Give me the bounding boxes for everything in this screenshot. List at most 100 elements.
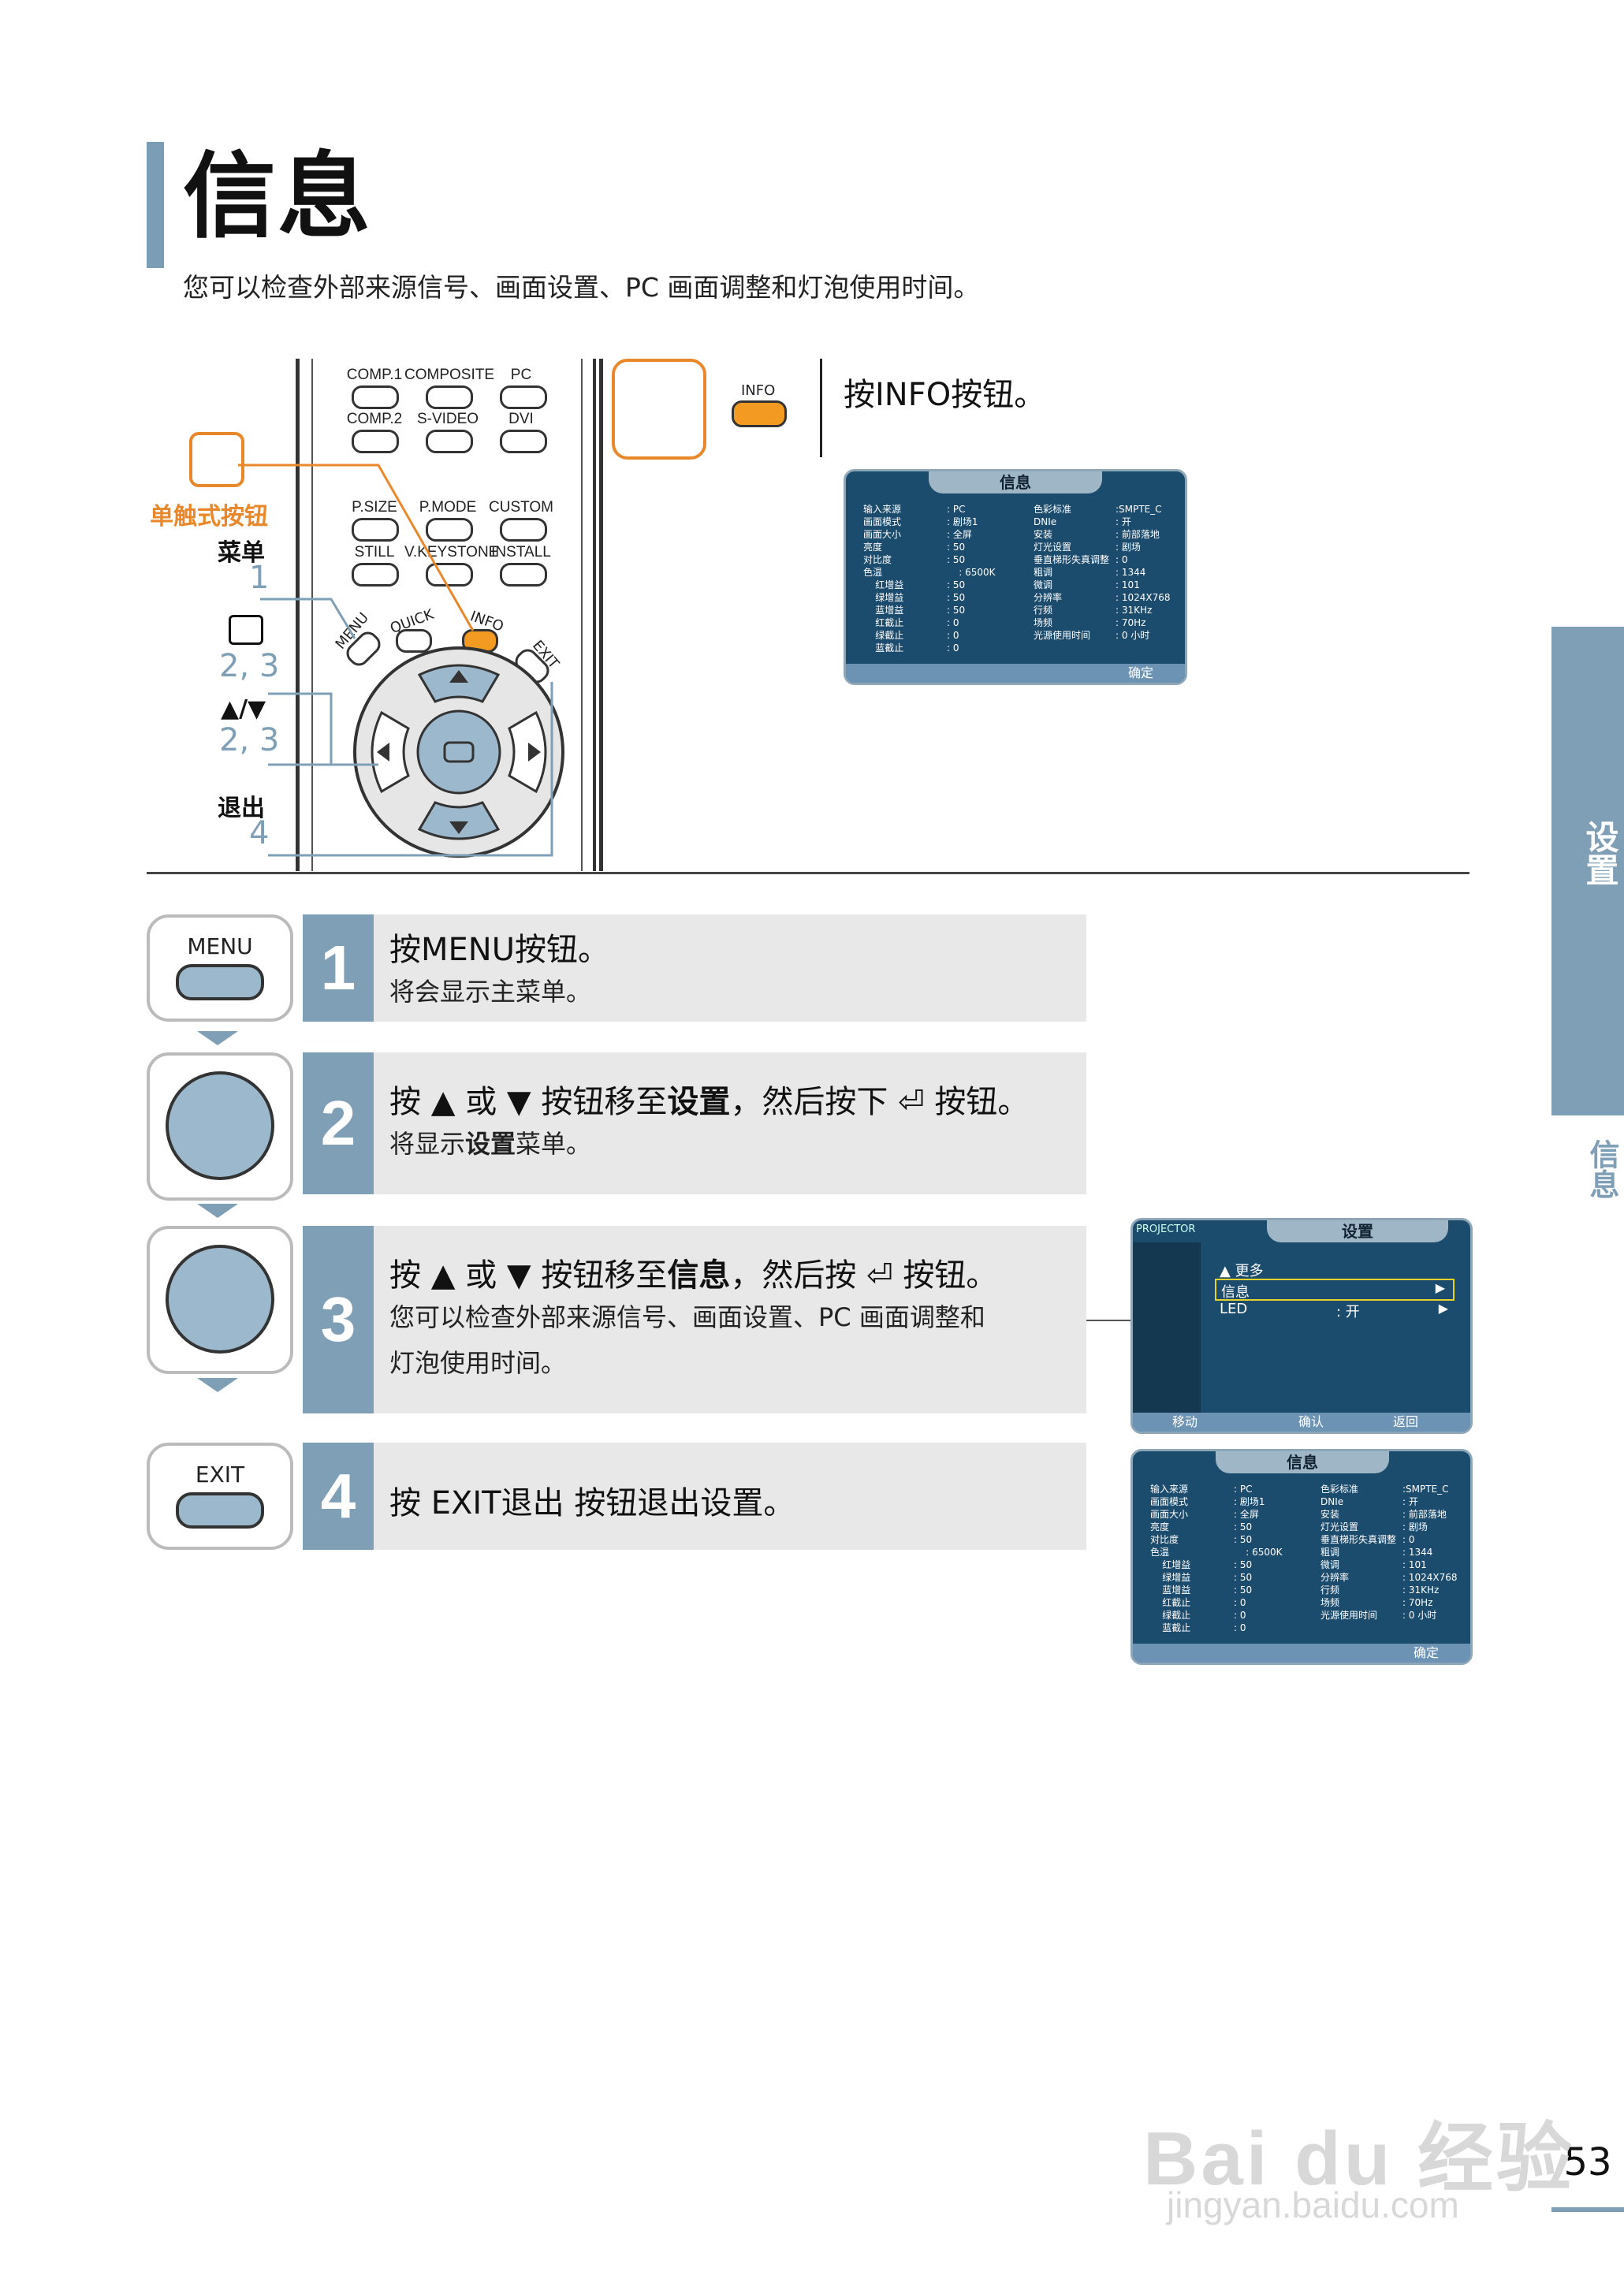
step2-arrow-icon xyxy=(197,1204,238,1218)
step4-number: 4 xyxy=(303,1443,374,1550)
step2-sub-text: 将显示设置菜单。 xyxy=(389,1122,591,1167)
step2-pad-icon xyxy=(147,1052,293,1201)
exit-key-icon xyxy=(176,1492,264,1529)
info-icon-label: INFO xyxy=(741,382,776,399)
step1-number: 1 xyxy=(303,914,374,1022)
setup-osd-item-led[interactable]: LED xyxy=(1220,1301,1248,1317)
comp2-button[interactable] xyxy=(352,430,399,453)
still-label: STILL xyxy=(354,544,395,560)
custom-button[interactable] xyxy=(500,518,547,542)
pc-label: PC xyxy=(510,367,532,383)
subsection-label: 信息 xyxy=(1585,1139,1619,1199)
enter-step-label: 2, 3 xyxy=(219,648,280,684)
page-number-rule xyxy=(1551,2207,1624,2212)
step3-main-pre: 按 ▲ 或 ▼ 按钮移至 xyxy=(389,1257,668,1294)
setup-osd-brand: PROJECTOR xyxy=(1136,1223,1196,1235)
updown-label: ▲/▼ xyxy=(221,695,266,723)
step2-sub-bold: 设置 xyxy=(465,1129,516,1159)
step3-sub-text-2: 灯泡使用时间。 xyxy=(389,1348,567,1378)
pc-button[interactable] xyxy=(500,385,547,409)
watermark-logo: Bai du 经验 xyxy=(1143,2117,1576,2201)
section-divider xyxy=(147,872,1469,874)
remote-body xyxy=(311,359,583,871)
info-osd-col1-labels: 输入来源 画面模式 画面大小 亮度 对比度 色温 红增益 绿增益 蓝增益 红截止… xyxy=(863,504,904,654)
pmode-label: P.MODE xyxy=(419,499,477,516)
setup-osd-footer: 移动 确认 返回 xyxy=(1133,1413,1470,1432)
still-button[interactable] xyxy=(352,563,399,587)
comp1-button[interactable] xyxy=(352,385,399,409)
touch-button-label: 单触式按钮 xyxy=(150,503,268,531)
step4-main-text: 按 EXIT退出 按钮退出设置。 xyxy=(389,1485,795,1521)
enter-key-icon xyxy=(229,615,263,645)
info-osd-footer: 确定 xyxy=(846,664,1185,683)
install-button[interactable] xyxy=(500,563,547,587)
step4-box: 按 EXIT退出 按钮退出设置。 xyxy=(374,1443,1086,1550)
psize-label: P.SIZE xyxy=(352,499,397,516)
svideo-button[interactable] xyxy=(426,430,473,453)
step3-sub-text-1: 您可以检查外部来源信号、画面设置、PC 画面调整和 xyxy=(389,1302,985,1332)
dvi-label: DVI xyxy=(508,411,534,427)
dvi-button[interactable] xyxy=(500,430,547,453)
psize-button[interactable] xyxy=(352,518,399,542)
composite-button[interactable] xyxy=(426,385,473,409)
info-icon-button xyxy=(732,400,787,427)
down-arrow-icon xyxy=(449,821,468,834)
enter-button[interactable] xyxy=(416,709,501,795)
step2-box: 按 ▲ 或 ▼ 按钮移至设置，然后按下 ⏎ 按钮。 将显示设置菜单。 xyxy=(374,1052,1086,1194)
menu-step-label: 1 xyxy=(249,560,270,596)
step3-main-post: ，然后按 ⏎ 按钮。 xyxy=(730,1257,998,1294)
setup-osd-sidebar xyxy=(1133,1242,1201,1413)
vkeystone-button[interactable] xyxy=(426,563,473,587)
info-osd-col1-labels-2: 输入来源 画面模式 画面大小 亮度 对比度 色温 红增益 绿增益 蓝增益 红截止… xyxy=(1150,1484,1191,1633)
page-subtitle: 您可以检查外部来源信号、画面设置、PC 画面调整和灯泡使用时间。 xyxy=(183,272,980,303)
step1-box: 按MENU按钮。 将会显示主菜单。 xyxy=(374,914,1086,1022)
install-label: INSTALL xyxy=(491,544,551,560)
step1-sub-text: 将会显示主菜单。 xyxy=(389,977,592,1007)
step1-main-text: 按MENU按钮。 xyxy=(389,932,609,968)
setup-osd-screen: PROJECTOR 设置 ▲ 更多 信息 ▶ LED : 开 ▶ 移动 确认 返… xyxy=(1130,1218,1473,1434)
info-instruction-text: 按INFO按钮。 xyxy=(844,377,1046,413)
navigation-pad-icon xyxy=(166,1071,274,1180)
step1-icon-label: MENU xyxy=(187,933,253,959)
setup-osd-item-info: 信息 xyxy=(1221,1284,1250,1301)
info-osd-footer-2: 确定 xyxy=(1133,1644,1470,1663)
info-osd-title-2: 信息 xyxy=(1216,1451,1389,1473)
setup-osd-item-info-highlight[interactable]: 信息 ▶ xyxy=(1215,1279,1455,1301)
menu-key-icon xyxy=(176,964,264,1000)
setup-osd-item-more[interactable]: ▲ 更多 xyxy=(1220,1263,1264,1279)
right-arrow-icon xyxy=(528,743,541,762)
watermark-url: jingyan.baidu.com xyxy=(1167,2184,1459,2225)
section-tab-label: 设置 xyxy=(1581,820,1619,886)
step2-sub-pre: 将显示 xyxy=(389,1129,466,1159)
setup-osd-footer-ok: 确认 xyxy=(1298,1414,1324,1429)
left-arrow-icon xyxy=(377,743,389,762)
setup-osd-footer-move: 移动 xyxy=(1172,1414,1198,1429)
left-arrow-button[interactable] xyxy=(371,710,410,794)
info-osd-title: 信息 xyxy=(929,471,1102,493)
page-title: 信息 xyxy=(183,142,373,251)
step2-main-text: 按 ▲ 或 ▼ 按钮移至设置，然后按下 ⏎ 按钮。 xyxy=(389,1076,1029,1122)
up-arrow-button[interactable] xyxy=(417,664,501,703)
menu-text-label: 菜单 xyxy=(218,539,265,567)
step3-main-bold: 信息 xyxy=(667,1257,731,1294)
right-arrow-button[interactable] xyxy=(508,710,547,794)
step2-main-bold: 设置 xyxy=(667,1084,731,1120)
setup-osd-led-value: : 开 xyxy=(1336,1304,1360,1320)
custom-label: CUSTOM xyxy=(489,499,553,516)
pmode-button[interactable] xyxy=(426,518,473,542)
down-arrow-button[interactable] xyxy=(417,801,501,840)
info-divider xyxy=(820,359,822,457)
quick-button[interactable] xyxy=(396,629,432,653)
step3-pad-icon xyxy=(147,1226,293,1374)
step2-main-pre: 按 ▲ 或 ▼ 按钮移至 xyxy=(389,1084,668,1120)
comp2-label: COMP.2 xyxy=(346,411,403,427)
step1-menu-icon: MENU xyxy=(147,914,293,1022)
step2-sub-post: 菜单。 xyxy=(516,1129,592,1159)
info-osd-screen: 信息 输入来源 画面模式 画面大小 亮度 对比度 色温 红增益 绿增益 蓝增益 … xyxy=(844,469,1187,685)
setup-osd-footer-back: 返回 xyxy=(1393,1414,1419,1429)
svideo-label: S-VIDEO xyxy=(416,411,479,427)
touch-hand-icon xyxy=(189,432,244,487)
info-osd-col2-labels: 色彩标准 DNIe 安装 灯光设置 垂直梯形失真调整 粗调 微调 分辨率 行频 … xyxy=(1034,504,1110,641)
step4-exit-icon: EXIT xyxy=(147,1443,293,1550)
navigation-pad-icon-2 xyxy=(166,1245,274,1354)
